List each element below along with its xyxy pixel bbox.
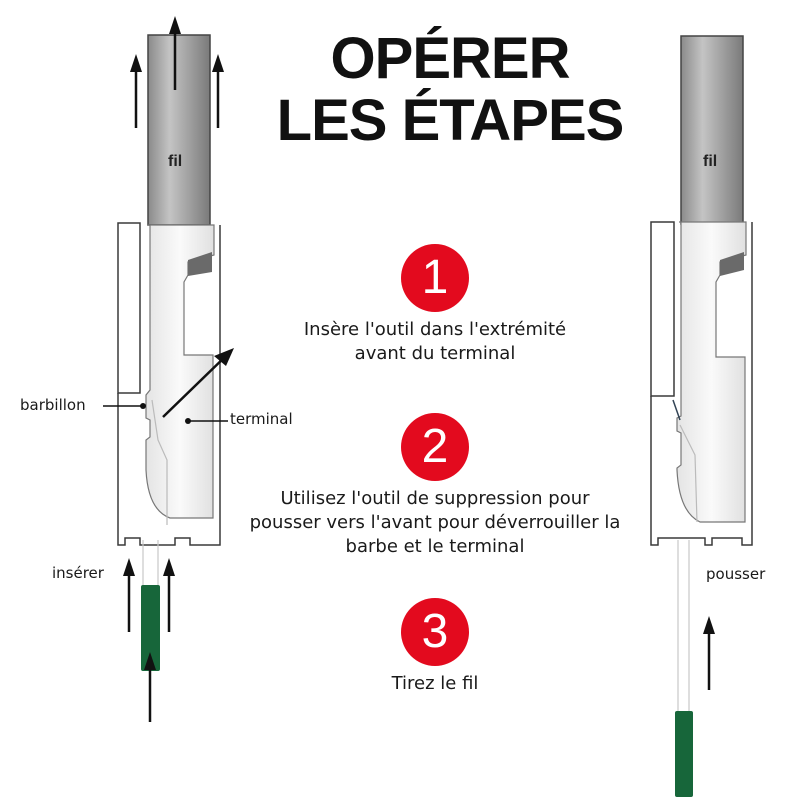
right-tool-handle <box>675 711 693 797</box>
step-1: 1 Insère l'outil dans l'extrémité avant … <box>240 244 630 366</box>
title-line-1: OPÉRER <box>330 26 571 91</box>
page-title: OPÉRER LES ÉTAPES <box>250 28 650 152</box>
step-2: 2 Utilisez l'outil de suppression pour p… <box>240 413 630 559</box>
step-1-text: Insère l'outil dans l'extrémité avant du… <box>303 319 567 364</box>
step-2-badge: 2 <box>401 413 469 481</box>
right-connector-diagram <box>650 35 753 797</box>
insert-label: insérer <box>52 564 104 582</box>
terminal-label: terminal <box>230 410 293 428</box>
step-1-badge: 1 <box>401 244 469 312</box>
step-2-text: Utilisez l'outil de suppression pour pou… <box>249 488 621 557</box>
push-label: pousser <box>706 565 766 583</box>
right-wire-label: fil <box>703 153 718 170</box>
step-3-badge: 3 <box>401 598 469 666</box>
left-wire <box>147 34 211 226</box>
title-line-2: LES ÉTAPES <box>276 88 625 153</box>
step-3: 3 Tirez le fil <box>240 598 630 696</box>
left-connector-diagram <box>103 16 234 722</box>
step-3-text: Tirez le fil <box>391 673 479 694</box>
left-wire-label: fil <box>168 153 183 170</box>
barb-label: barbillon <box>20 396 86 414</box>
right-wire <box>680 35 744 225</box>
left-tool-handle <box>141 585 160 671</box>
